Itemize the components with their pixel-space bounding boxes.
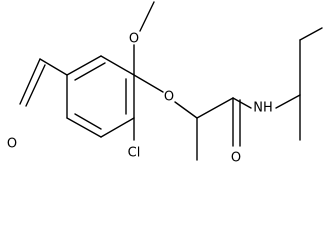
aldehyde-oxygen-label: O xyxy=(7,137,17,152)
methoxy-group xyxy=(133,1,155,76)
side-chain xyxy=(133,74,252,161)
aldehyde-group xyxy=(19,58,68,107)
methoxy-oxygen-label: O xyxy=(129,32,139,47)
benzene-ring xyxy=(66,55,135,138)
carbonyl-oxygen-label: O xyxy=(231,151,241,166)
ether-oxygen-label: O xyxy=(164,90,174,105)
amide-nitrogen-label: NH xyxy=(253,101,273,116)
chlorine-label: Cl xyxy=(128,146,141,161)
sec-butyl-group xyxy=(275,27,323,141)
molecule-structure: O O O Cl O NH xyxy=(7,1,323,166)
